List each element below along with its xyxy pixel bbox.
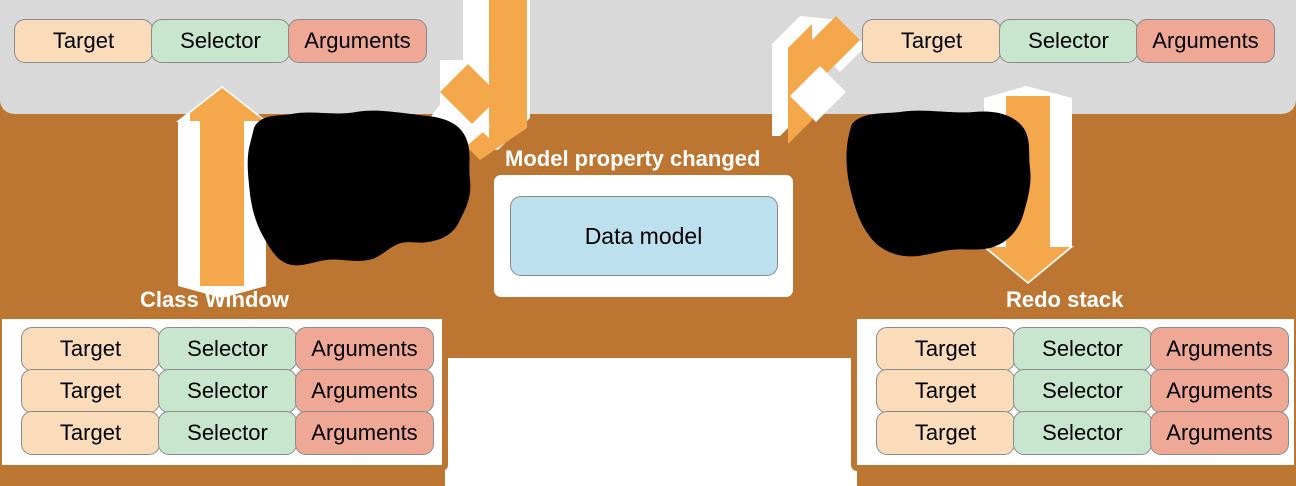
data-model-card: Data model <box>494 175 793 297</box>
top-right-chip-row: Target Selector Arguments <box>862 19 1275 63</box>
chip-selector[interactable]: Selector <box>158 369 297 413</box>
class-window-caption: Class Window <box>140 287 289 312</box>
top-left-chip-row: Target Selector Arguments <box>14 19 427 63</box>
chip-arguments[interactable]: Arguments <box>1136 19 1275 63</box>
chip-arguments[interactable]: Arguments <box>1150 327 1289 371</box>
chip-arguments[interactable]: Arguments <box>295 411 434 455</box>
bottom-white-area <box>445 358 857 486</box>
class-window-panel: Target Selector Arguments Target Selecto… <box>0 313 448 471</box>
data-model-label: Data model <box>509 196 778 276</box>
chip-selector[interactable]: Selector <box>158 411 297 455</box>
table-row: Target Selector Arguments <box>21 327 442 371</box>
chip-selector[interactable]: Selector <box>1013 327 1152 371</box>
redo-stack-panel: Target Selector Arguments Target Selecto… <box>851 313 1296 471</box>
table-row: Target Selector Arguments <box>21 411 442 455</box>
chip-arguments[interactable]: Arguments <box>288 19 427 63</box>
chip-selector[interactable]: Selector <box>1013 369 1152 413</box>
left-up-arrow <box>176 86 268 298</box>
chip-selector[interactable]: Selector <box>999 19 1138 63</box>
chip-target[interactable]: Target <box>21 411 160 455</box>
chip-selector[interactable]: Selector <box>151 19 290 63</box>
chip-target[interactable]: Target <box>876 327 1015 371</box>
right-down-arrow <box>982 86 1074 284</box>
model-property-changed-label: Model property changed <box>505 146 761 171</box>
right-redaction-blob <box>846 110 1031 257</box>
chip-selector[interactable]: Selector <box>158 327 297 371</box>
chip-target[interactable]: Target <box>21 369 160 413</box>
chip-target[interactable]: Target <box>14 19 153 63</box>
table-row: Target Selector Arguments <box>876 327 1294 371</box>
left-redaction-blob <box>247 110 471 266</box>
chip-arguments[interactable]: Arguments <box>1150 411 1289 455</box>
chip-target[interactable]: Target <box>876 411 1015 455</box>
table-row: Target Selector Arguments <box>21 369 442 413</box>
chip-arguments[interactable]: Arguments <box>295 369 434 413</box>
chip-target[interactable]: Target <box>862 19 1001 63</box>
table-row: Target Selector Arguments <box>876 369 1294 413</box>
table-row: Target Selector Arguments <box>876 411 1294 455</box>
chip-target[interactable]: Target <box>21 327 160 371</box>
chip-selector[interactable]: Selector <box>1013 411 1152 455</box>
chip-arguments[interactable]: Arguments <box>1150 369 1289 413</box>
chip-arguments[interactable]: Arguments <box>295 327 434 371</box>
redo-stack-caption: Redo stack <box>1006 287 1124 312</box>
chip-target[interactable]: Target <box>876 369 1015 413</box>
